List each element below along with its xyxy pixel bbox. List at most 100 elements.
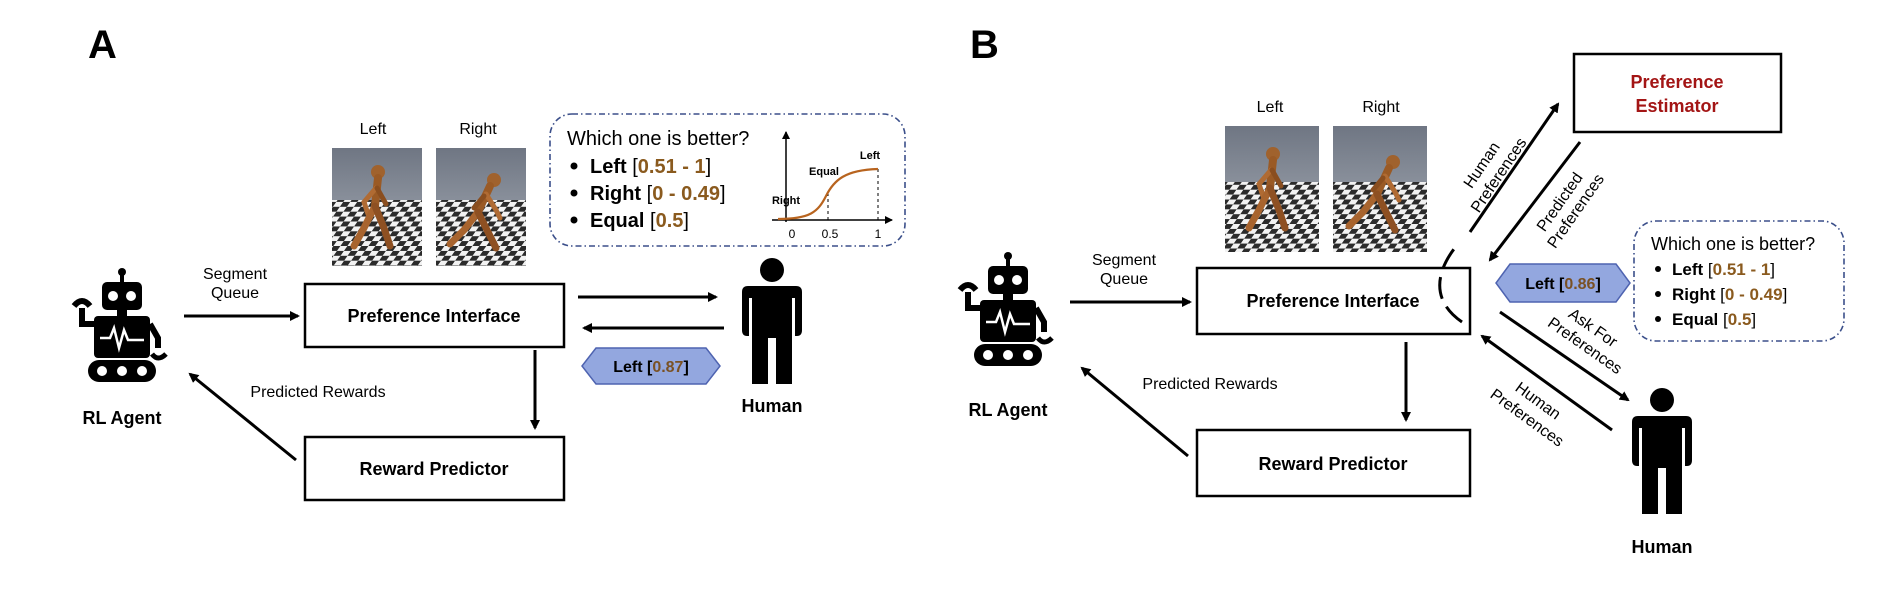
panel-b-dashed-link xyxy=(1438,243,1463,324)
panel-a-reward-predictor-box xyxy=(303,435,566,502)
panel-a-agent-label: RL Agent xyxy=(83,408,162,428)
panel-a-reward-predictor-label: Reward Predictor xyxy=(359,459,508,479)
mini-chart-label-right: Right xyxy=(772,195,800,207)
panel-b-human-icon xyxy=(1632,388,1692,514)
panel-b-human-label: Human xyxy=(1631,537,1692,557)
panel-a-predicted-rewards-arrow xyxy=(188,372,297,462)
panel-b-estimator-line2: Estimator xyxy=(1635,96,1718,116)
svg-text:Left [0.87]: Left [0.87] xyxy=(613,359,689,376)
panel-b-human-pref-up-arrow xyxy=(1468,102,1560,233)
panel-a-tag-name: Left xyxy=(613,359,643,376)
panel-b-option-equal-name: Equal xyxy=(1672,310,1718,329)
panel-b-option-right-close: ] xyxy=(1783,285,1788,304)
panel-b-option-equal-close: ] xyxy=(1751,310,1756,329)
panel-b-question: Which one is better? xyxy=(1651,234,1815,254)
panel-a-question: Which one is better? xyxy=(567,128,749,150)
panel-b-segment-queue-line2: Queue xyxy=(1100,271,1148,288)
panel-a-img-left-label: Left xyxy=(360,121,387,138)
panel-b-robot-icon xyxy=(960,252,1052,366)
panel-a-tag-value: 0.87 xyxy=(652,359,683,376)
panel-a-human-label: Human xyxy=(741,396,802,416)
panel-a-tag-open: [ xyxy=(647,359,653,376)
panel-b-reward-predictor-label: Reward Predictor xyxy=(1258,454,1407,474)
panel-a-option-equal-name: Equal xyxy=(590,210,644,232)
panel-b-option-right-value: 0 - 0.49 xyxy=(1725,285,1783,304)
panel-a-robot-icon xyxy=(74,268,166,382)
panel-a-predicted-rewards-label: Predicted Rewards xyxy=(250,384,385,401)
mini-chart-label-equal: Equal xyxy=(809,166,839,178)
panel-a-option-equal-open: [ xyxy=(650,210,656,232)
panel-a-option-right-name: Right xyxy=(590,183,641,205)
panel-b-tag-name: Left xyxy=(1525,276,1555,293)
panel-a-option-left-value: 0.51 - 1 xyxy=(638,156,706,178)
panel-b-preference-estimator-box xyxy=(1572,52,1783,134)
panel-b-option-equal-value: 0.5 xyxy=(1728,310,1752,329)
panel-b-preference-interface-label: Preference Interface xyxy=(1246,291,1419,311)
panel-b-ask-pref-arrow xyxy=(1499,310,1630,402)
panel-b-option-equal-open: [ xyxy=(1723,310,1728,329)
svg-text:Left [0.51 - 1]: Left [0.51 - 1] xyxy=(1672,260,1775,279)
svg-text:Right [0 - 0.49]: Right [0 - 0.49] xyxy=(590,183,726,205)
panel-b-letter: B xyxy=(970,23,999,67)
panel-b-option-right-open: [ xyxy=(1720,285,1725,304)
panel-b-option-right-name: Right xyxy=(1672,285,1716,304)
panel-a-option-left-close: ] xyxy=(706,156,712,178)
panel-a: A RL Agent Segment Queue Left Right Pref… xyxy=(74,23,906,502)
panel-b-predicted-rewards-arrow xyxy=(1080,366,1189,458)
panel-b-callout-box xyxy=(1633,220,1845,342)
panel-b-predicted-pref-arrow xyxy=(1488,141,1582,262)
panel-b-feedback-tag: Left [0.86] xyxy=(1495,263,1631,303)
panel-b-preference-interface-box xyxy=(1195,266,1472,336)
panel-a-options: Left [0.51 - 1] Right [0 - 0.49] Equal [… xyxy=(570,156,726,232)
panel-a-left-thumbnail xyxy=(332,148,422,266)
panel-a-human-icon xyxy=(742,258,802,384)
mini-chart-tick-half: 0.5 xyxy=(822,227,839,241)
panel-a-segment-queue-line1: Segment xyxy=(203,266,268,283)
panel-b-right-thumbnail xyxy=(1333,126,1427,252)
svg-text:Equal [0.5]: Equal [0.5] xyxy=(590,210,689,232)
mini-chart-curve xyxy=(777,167,879,221)
panel-b-options: Left [0.51 - 1] Right [0 - 0.49] Equal [… xyxy=(1655,260,1787,329)
mini-chart-label-left: Left xyxy=(860,150,881,162)
panel-a-option-right-open: [ xyxy=(647,183,653,205)
panel-b-tag-close: ] xyxy=(1595,276,1600,293)
panel-b-reward-predictor-box xyxy=(1195,428,1472,498)
svg-text:Right [0 - 0.49]: Right [0 - 0.49] xyxy=(1672,285,1787,304)
panel-b: B RL Agent Segment Queue Left Right Pref… xyxy=(960,23,1845,557)
panel-a-option-right-close: ] xyxy=(720,183,726,205)
svg-text:Left [0.86]: Left [0.86] xyxy=(1525,276,1601,293)
panel-b-left-thumbnail xyxy=(1225,126,1319,252)
panel-b-agent-label: RL Agent xyxy=(969,400,1048,420)
panel-a-option-equal-close: ] xyxy=(683,210,689,232)
panel-b-img-left-label: Left xyxy=(1257,99,1284,116)
svg-text:Left [0.51 - 1]: Left [0.51 - 1] xyxy=(590,156,711,178)
panel-a-mini-chart: Right Equal Left 0 0.5 1 xyxy=(772,131,893,241)
panel-a-preference-interface-label: Preference Interface xyxy=(347,306,520,326)
panel-b-option-left-name: Left xyxy=(1672,260,1704,279)
panel-b-option-left-value: 0.51 - 1 xyxy=(1713,260,1771,279)
panel-a-letter: A xyxy=(88,23,117,67)
panel-b-option-left-open: [ xyxy=(1708,260,1713,279)
panel-b-segment-queue-line1: Segment xyxy=(1092,252,1157,269)
panel-b-estimator-line1: Preference xyxy=(1630,72,1723,92)
panel-b-tag-open: [ xyxy=(1559,276,1565,293)
panel-a-tag-close: ] xyxy=(683,359,688,376)
panel-a-callout-box xyxy=(549,113,906,247)
panel-a-option-left-name: Left xyxy=(590,156,627,178)
panel-a-segment-queue-line2: Queue xyxy=(211,285,259,302)
panel-b-predicted-rewards-label: Predicted Rewards xyxy=(1142,376,1277,393)
panel-b-option-left-close: ] xyxy=(1770,260,1775,279)
mini-chart-tick-1: 1 xyxy=(875,227,882,241)
panel-a-option-right-value: 0 - 0.49 xyxy=(652,183,720,205)
panel-a-feedback-tag: Left [0.87] xyxy=(581,347,721,385)
panel-b-img-right-label: Right xyxy=(1362,99,1400,116)
mini-chart-tick-0: 0 xyxy=(789,227,796,241)
panel-a-preference-interface-box xyxy=(303,282,566,349)
panel-a-img-right-label: Right xyxy=(459,121,497,138)
panel-b-human-pref-down-arrow xyxy=(1480,334,1613,432)
panel-a-right-thumbnail xyxy=(436,148,526,266)
panel-a-option-left-open: [ xyxy=(632,156,638,178)
panel-a-option-equal-value: 0.5 xyxy=(656,210,684,232)
